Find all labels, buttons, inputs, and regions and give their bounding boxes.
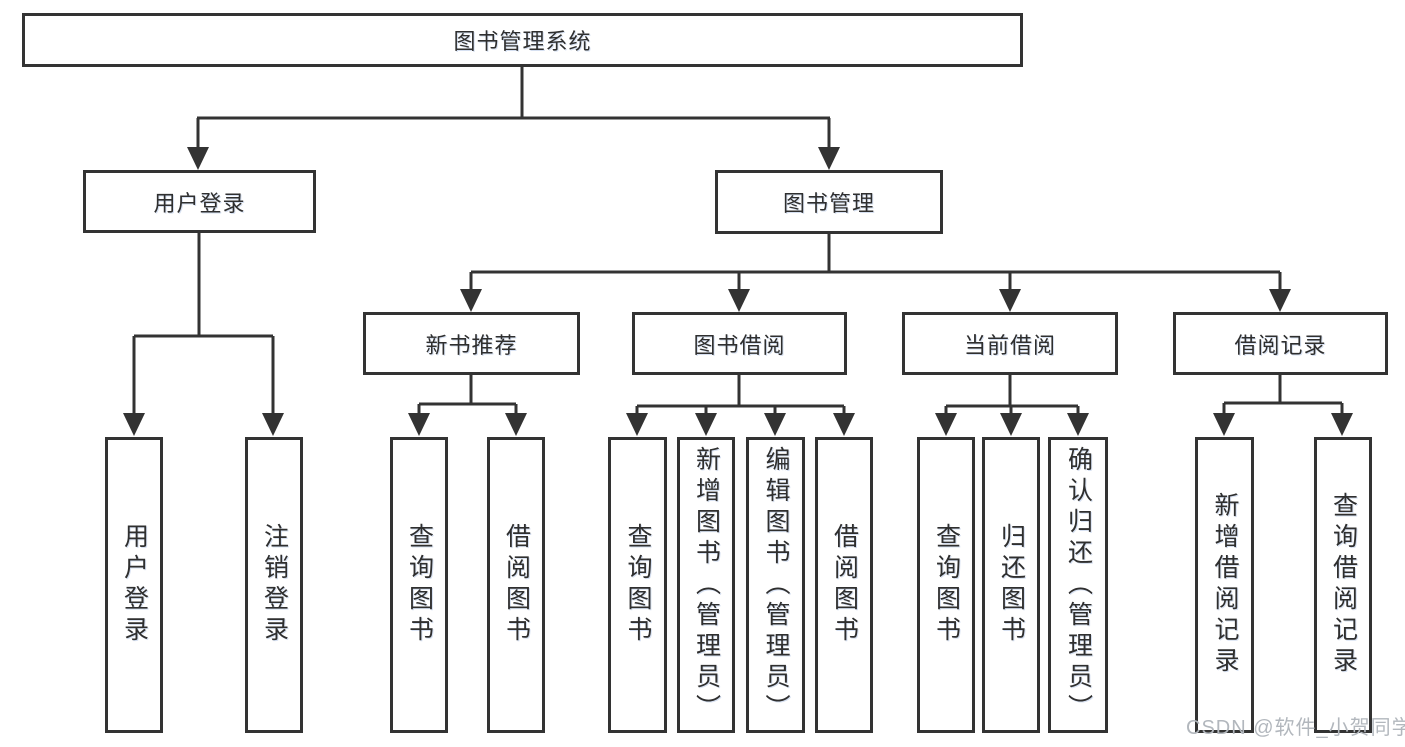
node-new-book-recommend-label: 新书推荐 [425, 332, 518, 358]
node-book-management-branch-label: 图书管理 [782, 191, 875, 216]
node-user-login-branch-label: 用户登录 [153, 190, 246, 216]
node-borrowing-records: 借阅记录 [1173, 312, 1388, 375]
leaf-borrowing-add-books-admin: 新增图书（管理员） [677, 437, 735, 733]
leaf-recommend-query-books-label: 查询图书 [405, 523, 434, 647]
leaf-user-login-label: 用户登录 [120, 523, 149, 647]
leaf-records-query-record-label: 查询借阅记录 [1329, 492, 1358, 678]
leaf-borrowing-edit-books-admin-label: 编辑图书（管理员） [762, 445, 790, 725]
node-book-management-branch: 图书管理 [715, 170, 943, 234]
node-book-borrowing: 图书借阅 [632, 312, 847, 375]
node-current-borrowing-label: 当前借阅 [963, 332, 1056, 358]
leaf-borrowing-add-books-admin-label: 新增图书（管理员） [692, 445, 721, 725]
leaf-borrowing-borrow-books: 借阅图书 [815, 437, 873, 733]
csdn-watermark: CSDN @软件_小贺同学 [1186, 717, 1405, 739]
leaf-current-confirm-return-admin: 确认归还（管理员） [1048, 437, 1108, 733]
leaf-recommend-borrow-books: 借阅图书 [487, 437, 545, 733]
node-root-label: 图书管理系统 [453, 29, 592, 54]
leaf-borrowing-query-books: 查询图书 [608, 437, 667, 733]
leaf-records-query-record: 查询借阅记录 [1314, 437, 1372, 733]
leaf-logout-login: 注销登录 [245, 437, 303, 733]
leaf-user-login: 用户登录 [105, 437, 163, 733]
leaf-current-return-books: 归还图书 [982, 437, 1040, 733]
leaf-borrowing-edit-books-admin: 编辑图书（管理员） [746, 437, 805, 733]
node-current-borrowing: 当前借阅 [902, 312, 1118, 375]
node-user-login-branch: 用户登录 [83, 170, 316, 233]
node-borrowing-records-label: 借阅记录 [1234, 332, 1327, 358]
leaf-current-query-books: 查询图书 [917, 437, 975, 733]
leaf-recommend-borrow-books-label: 借阅图书 [502, 523, 531, 647]
node-book-borrowing-label: 图书借阅 [693, 332, 786, 358]
leaf-borrowing-query-books-label: 查询图书 [624, 523, 652, 647]
leaf-current-query-books-label: 查询图书 [932, 523, 961, 647]
leaf-records-add-record-label: 新增借阅记录 [1211, 492, 1239, 678]
leaf-current-return-books-label: 归还图书 [997, 523, 1026, 647]
leaf-records-add-record: 新增借阅记录 [1195, 437, 1254, 733]
arrowhead-icons [123, 147, 1353, 436]
node-root-library-system: 图书管理系统 [22, 13, 1023, 67]
leaf-current-confirm-return-admin-label: 确认归还（管理员） [1064, 445, 1093, 725]
node-new-book-recommend: 新书推荐 [363, 312, 580, 375]
leaf-logout-login-label: 注销登录 [260, 523, 289, 647]
leaf-recommend-query-books: 查询图书 [390, 437, 448, 733]
leaf-borrowing-borrow-books-label: 借阅图书 [830, 523, 859, 647]
